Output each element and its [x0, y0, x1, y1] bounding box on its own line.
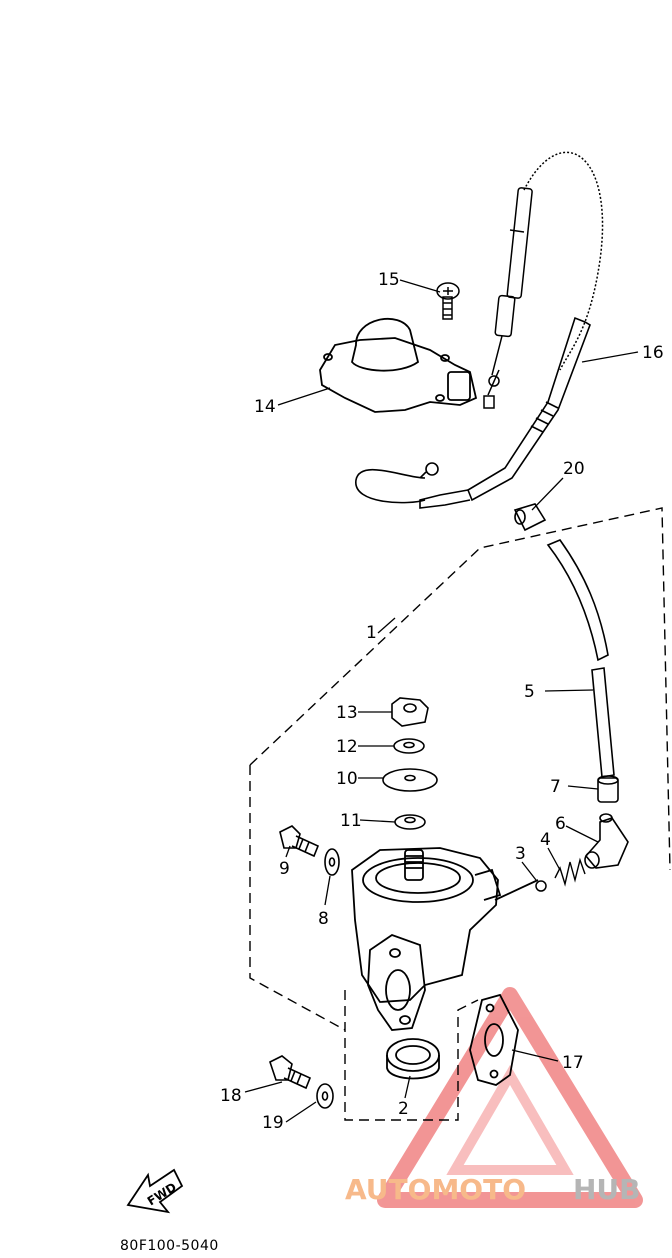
part-4-spring	[554, 857, 586, 887]
drawing-code: 80F100-5040	[120, 1238, 219, 1253]
callout-12: 12	[336, 737, 358, 757]
part-15-screw	[436, 282, 460, 320]
kit-outline	[249, 507, 671, 1121]
pump-body	[351, 847, 539, 1031]
part-17-gasket	[469, 993, 519, 1086]
callout-8: 8	[318, 909, 329, 929]
callout-1: 1	[366, 623, 377, 643]
part-13-nut	[391, 697, 429, 727]
part-7-nut	[597, 775, 619, 803]
fwd-arrow-icon	[126, 1168, 184, 1214]
watermark-logo	[377, 987, 643, 1208]
part-11-washer	[394, 814, 426, 830]
callout-13: 13	[336, 703, 358, 723]
callout-15: 15	[378, 270, 400, 290]
callout-5: 5	[524, 682, 535, 702]
part-6-elbow	[584, 813, 629, 869]
watermark-text-secondary: HUB	[573, 1173, 641, 1206]
speedometer-cable	[483, 151, 604, 409]
callout-11: 11	[340, 811, 362, 831]
leader-lines	[244, 279, 639, 1123]
callout-2: 2	[398, 1099, 409, 1119]
callout-17: 17	[562, 1053, 584, 1073]
callout-18: 18	[220, 1086, 242, 1106]
callout-3: 3	[515, 844, 526, 864]
part-14-cover	[319, 317, 478, 413]
callout-19: 19	[262, 1113, 284, 1133]
callout-10: 10	[336, 769, 358, 789]
part-10-washer	[382, 768, 438, 792]
part-5-hoses	[546, 539, 615, 778]
part-19-washer	[316, 1083, 334, 1109]
part-8-washer	[324, 848, 340, 876]
part-2-oil-seal	[386, 1038, 440, 1080]
callout-16: 16	[642, 343, 664, 363]
part-9-bolt	[279, 825, 320, 858]
callout-6: 6	[555, 814, 566, 834]
part-3-ball	[535, 880, 547, 892]
part-20-grommet	[513, 503, 547, 532]
callout-4: 4	[540, 830, 551, 850]
part-16-cable-hose	[355, 316, 591, 509]
callout-20: 20	[563, 459, 585, 479]
callout-9: 9	[279, 859, 290, 879]
callout-14: 14	[254, 397, 276, 417]
part-12-washer	[393, 738, 425, 754]
part-18-bolt	[269, 1055, 312, 1090]
watermark-text-primary: AUTOMOTO	[345, 1173, 526, 1206]
callout-7: 7	[550, 777, 561, 797]
